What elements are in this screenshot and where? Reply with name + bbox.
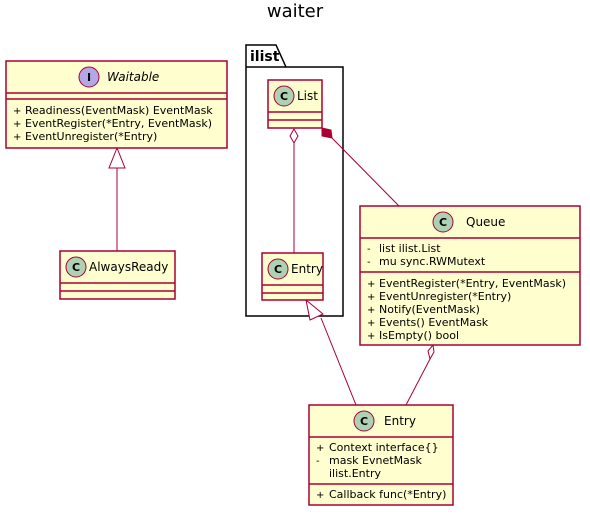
class-name: Entry	[291, 262, 323, 276]
package-label: ilist	[250, 49, 280, 65]
class-name: AlwaysReady	[89, 260, 168, 274]
field: list ilist.List	[379, 242, 441, 255]
generalization-arrowhead	[305, 298, 324, 321]
aggregation-diamond	[427, 343, 435, 361]
class-queue[interactable]: C Queue - list ilist.List - mu sync.RWMu…	[359, 205, 581, 346]
field: ilist.Entry	[329, 467, 381, 480]
member-visibility: +	[367, 279, 375, 290]
method: IsEmpty() bool	[379, 329, 459, 342]
member-visibility: -	[367, 257, 371, 268]
relation-list-to-queue	[331, 137, 400, 207]
method: EventUnregister(*Entry)	[25, 130, 157, 143]
class-icon-letter: C	[280, 90, 288, 103]
class-box	[359, 205, 581, 346]
member-visibility: +	[316, 490, 324, 501]
method: EventRegister(*Entry, EventMask)	[379, 277, 566, 290]
class-always-ready[interactable]: C AlwaysReady	[59, 250, 176, 300]
relation-queue-to-entry	[405, 358, 431, 406]
class-box	[267, 79, 323, 129]
diagram-title: waiter	[267, 1, 324, 22]
method: EventRegister(*Entry, EventMask)	[25, 117, 212, 130]
method: Readiness(EventMask) EventMask	[25, 104, 213, 117]
method: Callback func(*Entry)	[329, 488, 446, 501]
aggregation-diamond	[289, 127, 299, 145]
class-icon	[432, 211, 454, 233]
class-icon	[267, 258, 289, 280]
class-icon-letter: C	[72, 261, 80, 274]
method: EventUnregister(*Entry)	[379, 290, 511, 303]
realization-arrowhead	[108, 146, 126, 169]
class-icon	[65, 256, 87, 278]
member-visibility: +	[13, 132, 21, 143]
method: Notify(EventMask)	[379, 303, 480, 316]
class-name: Queue	[466, 215, 505, 229]
interface-icon-letter: I	[87, 71, 91, 84]
member-visibility: -	[367, 244, 371, 255]
member-visibility: +	[13, 119, 21, 130]
method: Events() EventMask	[379, 316, 489, 329]
class-box	[5, 60, 228, 149]
class-icon-letter: C	[274, 263, 282, 276]
class-icon	[353, 410, 375, 432]
class-name: Entry	[384, 414, 416, 428]
class-waitable[interactable]: I Waitable + Readiness(EventMask) EventM…	[5, 60, 228, 149]
class-icon-letter: C	[360, 415, 368, 428]
member-visibility: +	[367, 305, 375, 316]
member-visibility: +	[316, 443, 324, 454]
interface-icon	[78, 66, 100, 88]
class-icon	[273, 85, 295, 107]
composition-diamond	[321, 127, 333, 139]
class-icon-letter: C	[439, 216, 447, 229]
field: mask EvnetMask	[329, 454, 423, 467]
class-name: List	[297, 89, 318, 103]
field: mu sync.RWMutext	[379, 255, 486, 268]
member-visibility: +	[367, 331, 375, 342]
relation-entry-to-ilist-entry	[320, 317, 357, 406]
member-visibility: +	[367, 292, 375, 303]
member-visibility: +	[367, 318, 375, 329]
field: Context interface{}	[329, 441, 439, 454]
member-visibility: -	[316, 456, 320, 467]
class-entry[interactable]: C Entry + Context interface{} - mask Evn…	[308, 404, 454, 506]
class-ilist-entry[interactable]: C Entry	[261, 252, 324, 301]
class-box	[308, 404, 454, 506]
class-name: Waitable	[107, 70, 159, 84]
member-visibility: +	[13, 106, 21, 117]
class-ilist-list[interactable]: C List	[267, 79, 323, 129]
relations	[108, 127, 435, 406]
